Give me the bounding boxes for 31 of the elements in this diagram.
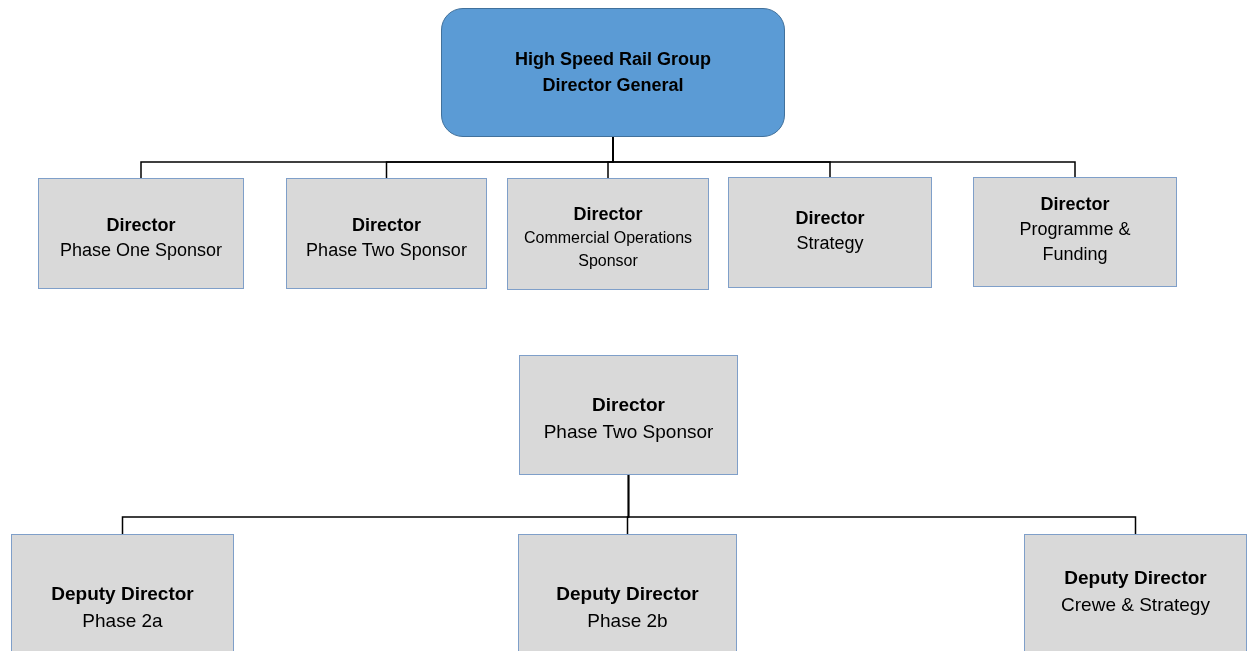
position-title: Deputy Director: [556, 582, 699, 606]
position-title: Director: [592, 393, 665, 417]
position-box: [728, 177, 932, 288]
position-box: [286, 178, 487, 289]
position-box: [38, 178, 244, 289]
position-title: High Speed Rail Group: [515, 48, 711, 72]
position-title: Deputy Director: [1064, 566, 1207, 590]
position-box: [507, 178, 709, 290]
position-box: [1024, 534, 1247, 651]
position-detail: Commercial Operations Sponsor: [522, 228, 694, 271]
head-position-box: [441, 8, 785, 137]
position-detail: Phase Two Sponsor: [543, 419, 714, 444]
position-detail: Phase One Sponsor: [59, 239, 223, 263]
position-detail: Crewe & Strategy: [1061, 592, 1210, 617]
position-box: [11, 534, 234, 651]
position-box: [973, 177, 1177, 287]
position-detail: Phase 2b: [587, 608, 668, 633]
position-title: Director: [1040, 193, 1110, 216]
position-detail: Director General: [542, 73, 684, 97]
position-box: [518, 534, 737, 651]
position-title: Director: [795, 207, 865, 230]
position-detail: Programme & Funding: [1018, 218, 1132, 267]
position-title: Deputy Director: [51, 582, 194, 606]
position-title: Director: [352, 214, 421, 237]
position-title: Director: [106, 214, 176, 237]
position-detail: Phase 2a: [82, 608, 163, 633]
position-title: Director: [573, 203, 643, 226]
position-box: [519, 355, 738, 475]
connector-line: [627, 474, 1137, 535]
position-detail: Strategy: [796, 232, 864, 256]
position-detail: Phase Two Sponsor: [306, 239, 467, 263]
